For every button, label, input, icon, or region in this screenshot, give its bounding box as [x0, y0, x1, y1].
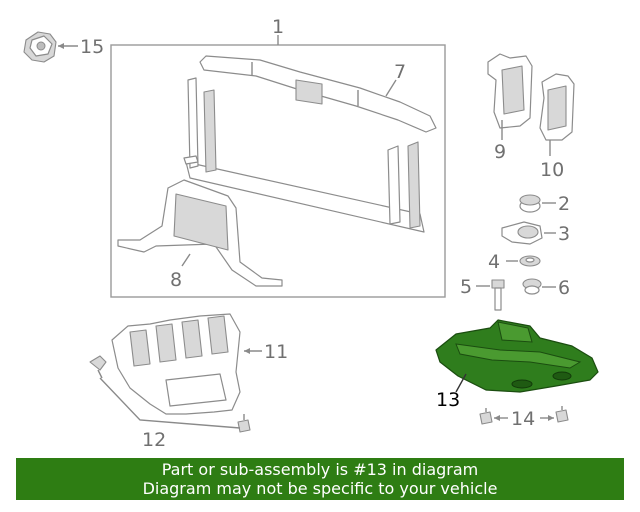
callout-3[interactable]: 3 — [558, 223, 570, 245]
part-13-skid-plate — [435, 319, 599, 393]
part-1-support-structure — [183, 77, 425, 233]
part-9-bracket — [487, 53, 533, 129]
part-14-bolts — [479, 406, 569, 425]
banner-line-1: Part or sub-assembly is #13 in diagram — [161, 460, 479, 479]
part-4-washer — [519, 255, 541, 267]
callout-14[interactable]: 14 — [511, 408, 535, 430]
part-12-fasteners — [89, 355, 251, 433]
callout-4[interactable]: 4 — [488, 251, 500, 273]
part-10-bracket — [539, 73, 575, 141]
banner-line-2: Diagram may not be specific to your vehi… — [142, 479, 498, 498]
part-7-upper-tie-bar — [199, 55, 437, 133]
part-6-nut — [522, 278, 542, 295]
part-3-mount — [501, 221, 543, 245]
part-5-bolt — [491, 279, 505, 311]
part-11-splash-shield — [111, 313, 241, 415]
callout-8[interactable]: 8 — [170, 269, 182, 291]
part-15-clip — [23, 31, 78, 63]
callout-1[interactable]: 1 — [272, 16, 284, 38]
callout-5[interactable]: 5 — [460, 276, 472, 298]
callout-2[interactable]: 2 — [558, 193, 570, 215]
callout-6[interactable]: 6 — [558, 277, 570, 299]
callout-7[interactable]: 7 — [394, 61, 406, 83]
callout-12[interactable]: 12 — [142, 429, 166, 451]
part-info-banner: Part or sub-assembly is #13 in diagram D… — [16, 458, 624, 500]
callout-15[interactable]: 15 — [80, 36, 104, 58]
callout-9[interactable]: 9 — [494, 141, 506, 163]
part-8-lower-bracket — [117, 179, 283, 287]
callout-13[interactable]: 13 — [436, 389, 460, 411]
part-2-nut — [519, 194, 541, 213]
callout-10[interactable]: 10 — [540, 159, 564, 181]
callout-11[interactable]: 11 — [264, 341, 288, 363]
